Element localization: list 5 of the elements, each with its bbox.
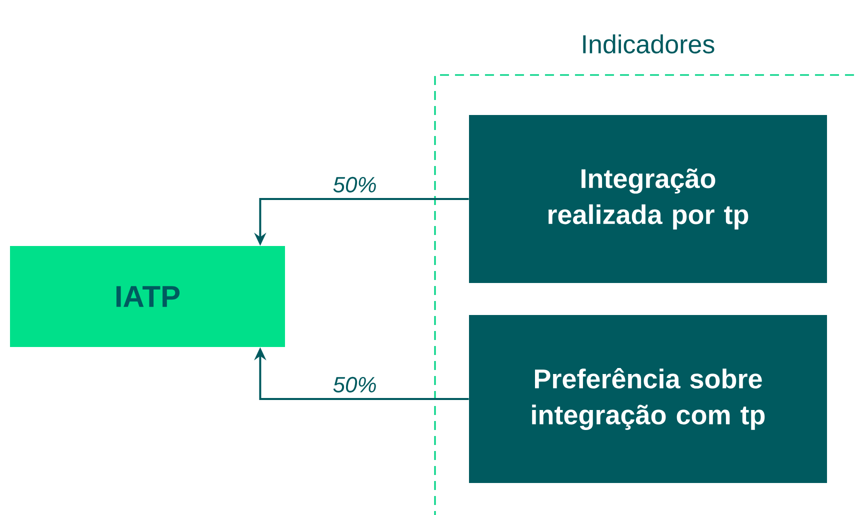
indicator-box: Integração realizada por tp (469, 115, 827, 283)
edge-label: 50% (333, 376, 376, 392)
indicator-box: Preferência sobre integração com tp (469, 315, 827, 483)
result-box: IATP (10, 246, 285, 347)
edge-label: 50% (333, 176, 376, 192)
